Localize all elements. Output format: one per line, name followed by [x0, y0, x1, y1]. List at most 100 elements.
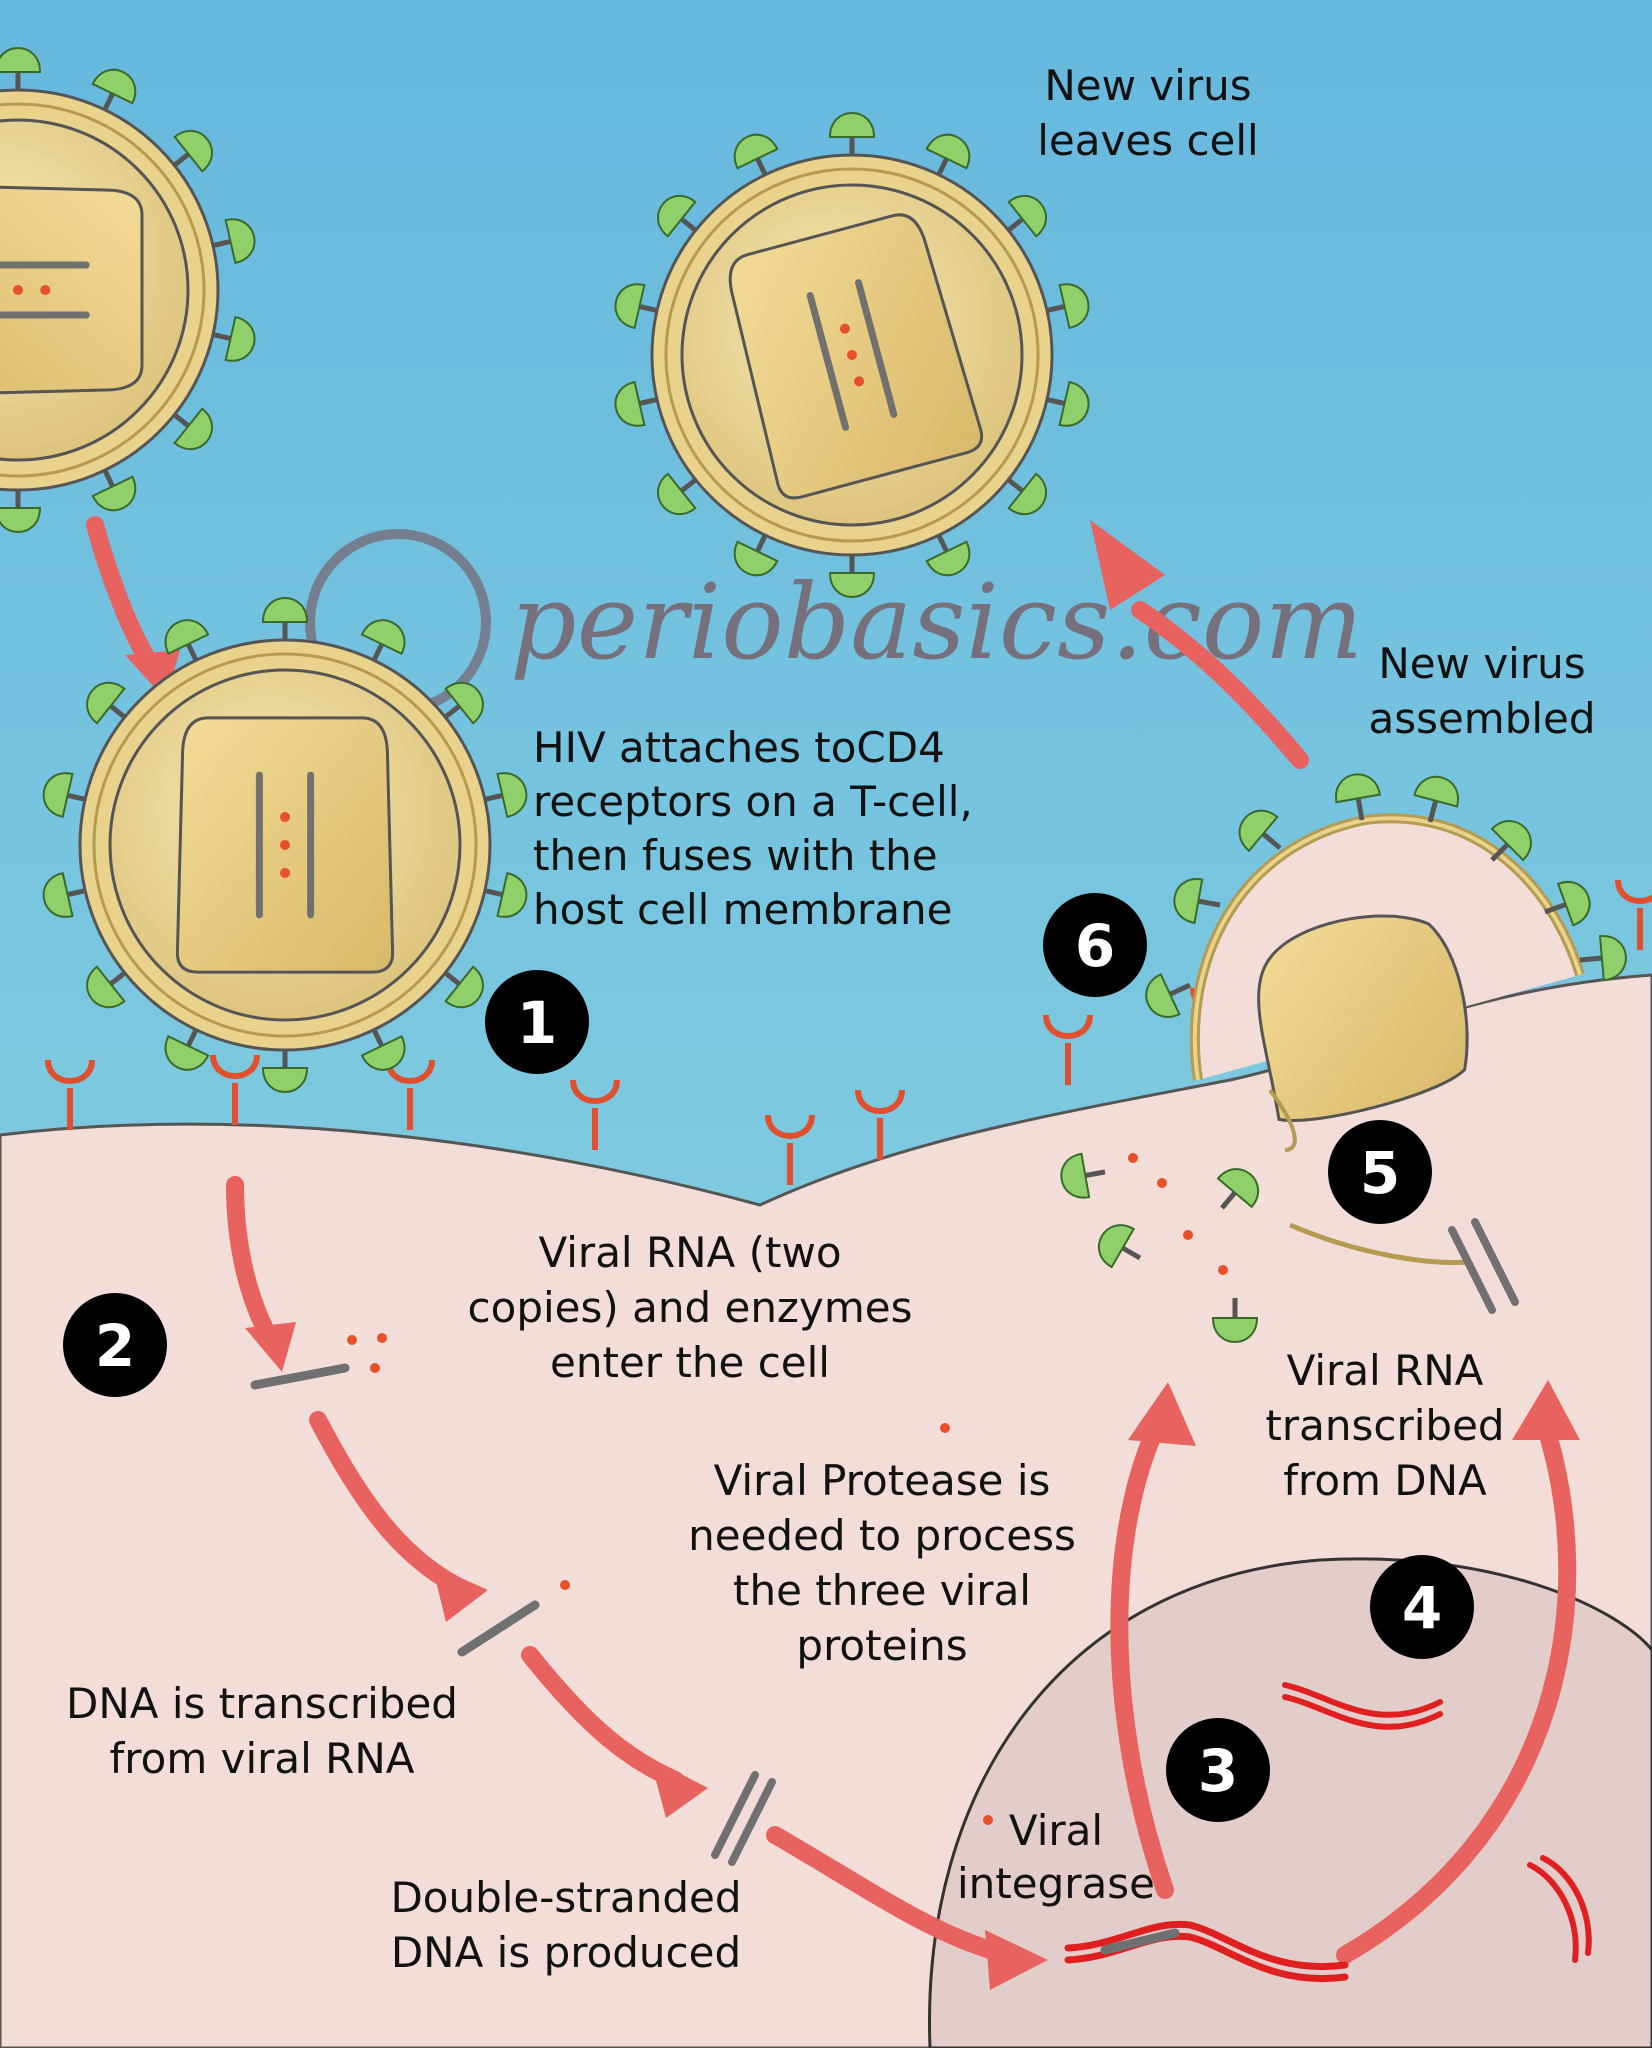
svg-text:receptors on a T-cell,: receptors on a T-cell, — [533, 777, 973, 826]
svg-text:DNA is transcribed: DNA is transcribed — [66, 1679, 458, 1728]
spike-stalk — [1082, 1169, 1106, 1179]
spike-head — [1145, 973, 1181, 1018]
arrowhead-icon — [1090, 520, 1165, 610]
svg-text:HIV attaches toCD4: HIV attaches toCD4 — [533, 723, 945, 772]
svg-text:New virus: New virus — [1044, 61, 1251, 110]
enzyme-dot — [13, 285, 23, 295]
spike-icon — [1060, 1152, 1106, 1199]
label-new-virus-leaves: New virus leaves cell — [1037, 61, 1258, 165]
svg-text:transcribed: transcribed — [1265, 1401, 1504, 1450]
cd4-receptor-icon — [210, 1054, 260, 1125]
spike-head — [1098, 1224, 1136, 1269]
arrow-to-rna — [1336, 1416, 1577, 1964]
spike-head — [1211, 1317, 1259, 1343]
svg-text:5: 5 — [1360, 1139, 1400, 1207]
svg-text:integrase: integrase — [957, 1859, 1155, 1908]
spike-icon — [1145, 973, 1192, 1018]
spike-head — [614, 380, 646, 427]
spike-head — [261, 597, 309, 623]
new-rna-strand-b — [1471, 1218, 1519, 1306]
label-protease: Viral Protease is needed to process the … — [688, 1456, 1076, 1670]
spike-icon — [1544, 881, 1591, 927]
arrowhead-icon — [432, 1565, 488, 1622]
spike-icon — [656, 194, 702, 238]
spike-head — [444, 681, 484, 725]
watermark-text: periobasics.com — [510, 561, 1363, 683]
spike-head — [1058, 380, 1090, 427]
spike-head — [86, 965, 126, 1009]
spike-head — [733, 540, 779, 577]
label-new-virus-assembled: New virus assembled — [1368, 639, 1595, 743]
receptor-head — [855, 1089, 905, 1114]
spike-head — [0, 507, 42, 533]
cd4-receptor-icon — [45, 1059, 95, 1130]
envelope-layer — [92, 652, 478, 1038]
spike-icon — [439, 681, 484, 725]
svg-text:Viral: Viral — [1009, 1806, 1103, 1855]
budding-spikes — [1145, 773, 1627, 1018]
cd4-receptor-icon — [765, 1114, 815, 1185]
arrowhead-icon — [1512, 1380, 1580, 1440]
spike-head — [496, 772, 528, 819]
arrowhead-icon — [245, 1322, 296, 1372]
new-rna-strand-a — [1448, 1226, 1496, 1314]
spike-head — [0, 47, 42, 73]
spike-head — [91, 68, 137, 105]
spike-stalk — [1260, 830, 1282, 850]
enzyme-dot — [280, 867, 290, 878]
svg-text:2: 2 — [95, 1312, 135, 1380]
spike-head — [224, 218, 256, 265]
budding-membrane-edge — [1268, 1088, 1297, 1152]
step-1-badge: 1 — [485, 970, 589, 1074]
receptor-head — [45, 1059, 95, 1084]
label-integrase: Viral integrase — [957, 1806, 1155, 1908]
ds-dna-strand-a — [711, 1771, 759, 1859]
svg-text:DNA is produced: DNA is produced — [391, 1928, 741, 1977]
enzyme-dots — [347, 1153, 1228, 1825]
ds-dna-strand-b — [728, 1778, 776, 1866]
step-3-badge: 3 — [1166, 1718, 1270, 1822]
viral-rna-strand — [250, 1363, 350, 1390]
spike-head — [1598, 935, 1627, 982]
svg-text:6: 6 — [1075, 912, 1115, 980]
spike-head — [261, 1067, 309, 1093]
spike-head — [42, 871, 74, 918]
capsid — [175, 716, 395, 974]
enzyme-dot — [854, 376, 865, 387]
spike-head — [1335, 773, 1382, 804]
spike-icon — [1579, 935, 1627, 982]
rna-strand — [806, 292, 850, 431]
spike-head — [1173, 878, 1204, 925]
spike-stalk — [1427, 798, 1439, 823]
arrow-to-release — [1131, 601, 1309, 769]
spike-head — [828, 112, 876, 138]
arrow-heads — [125, 520, 1580, 1990]
label-rna-from-dna: Viral RNA transcribed from DNA — [1265, 1346, 1504, 1505]
spike-icon — [1216, 1168, 1259, 1210]
step-4-badge: 4 — [1370, 1555, 1474, 1659]
pathway-arrows — [86, 516, 1577, 1964]
rna-strand — [854, 279, 898, 418]
spike-stalk — [1579, 955, 1605, 963]
spike-head — [1060, 1152, 1091, 1199]
budding-membrane-base — [1289, 1222, 1471, 1265]
budding-virus — [1145, 773, 1627, 1265]
spike-head — [444, 965, 484, 1009]
svg-text:Viral Protease is: Viral Protease is — [714, 1456, 1051, 1505]
arrow-to-entry — [226, 1176, 277, 1344]
spike-icon — [1173, 878, 1221, 925]
spike-icon — [1211, 1298, 1259, 1343]
step-6-badge: 6 — [1043, 893, 1147, 997]
spike-head — [1007, 194, 1048, 238]
svg-text:leaves cell: leaves cell — [1037, 116, 1258, 165]
svg-text:Viral RNA (two: Viral RNA (two — [538, 1228, 841, 1277]
spike-head — [1058, 283, 1090, 330]
spike-stalk — [1119, 1244, 1142, 1261]
svg-text:from viral RNA: from viral RNA — [110, 1734, 415, 1783]
spike-head — [1413, 775, 1459, 808]
capsid — [728, 213, 984, 500]
host-dna-strand-a — [1064, 1920, 1349, 1970]
label-dna-transcribed: DNA is transcribed from viral RNA — [66, 1679, 458, 1783]
svg-text:Double-stranded: Double-stranded — [390, 1873, 741, 1922]
